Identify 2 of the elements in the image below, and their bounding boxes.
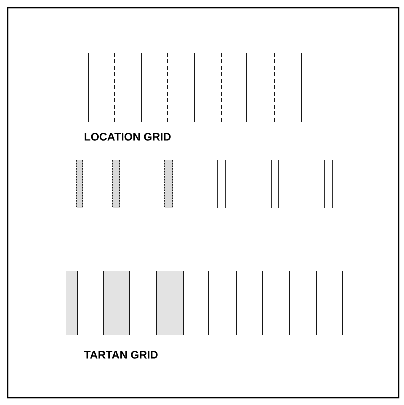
grid-label: TARTAN GRID: [84, 351, 158, 359]
grid-label: LOCATION GRID: [84, 133, 171, 141]
